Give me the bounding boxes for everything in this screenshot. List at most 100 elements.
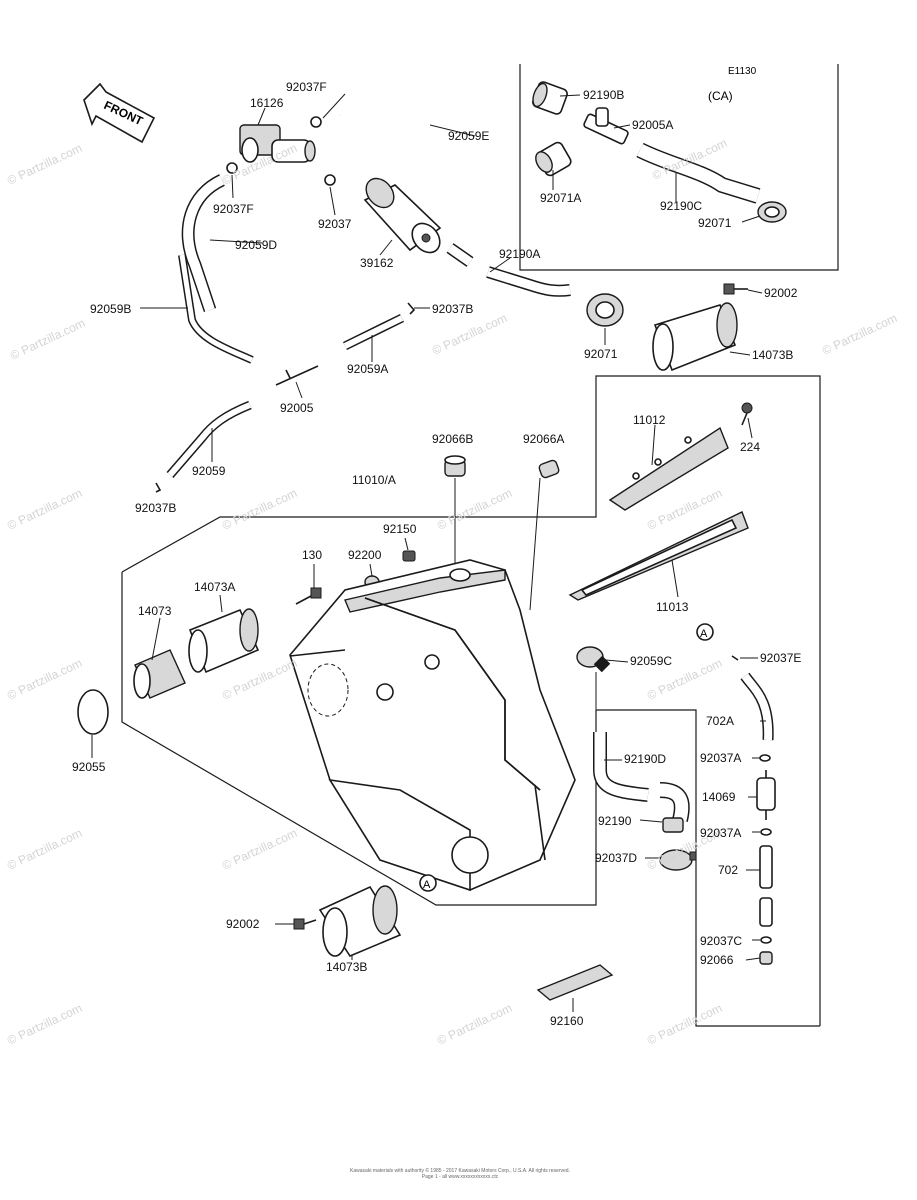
boot-14073 [133,649,186,699]
part-label[interactable]: 14073B [326,960,368,974]
part-label[interactable]: 92037E [760,651,802,665]
cap-92066a [538,459,560,479]
filter-group-box [596,709,820,1027]
part-label[interactable]: 11012 [633,413,666,427]
ca-group-box [519,64,839,271]
part-label[interactable]: 14073B [752,348,794,362]
part-label[interactable]: 92037B [135,501,177,515]
hose-92059 [166,400,252,478]
leader-lines [91,93,766,1012]
part-label[interactable]: 92037D [595,851,638,865]
part-label[interactable]: 92059 [192,464,226,478]
pipe-92059a [343,313,404,351]
hose-702 [759,845,773,927]
part-label[interactable]: 92190A [499,247,541,261]
part-label[interactable]: 92071 [584,347,618,361]
part-label[interactable]: 92037 [318,217,352,231]
bolt-130 [295,587,322,605]
part-label[interactable]: 16126 [250,96,284,110]
part-label[interactable]: 14069 [702,790,736,804]
clamp-92037d [659,849,697,871]
part-label[interactable]: 224 [740,440,761,454]
part-label[interactable]: 702A [706,714,735,728]
part-label[interactable]: 92190 [598,814,632,828]
screw-92002-top [723,283,748,295]
diagram-code: E1130 [728,66,757,77]
part-label[interactable]: 92037C [700,934,743,948]
part-label[interactable]: 92037A [700,751,742,765]
part-label[interactable]: 92190B [583,88,625,102]
part-label[interactable]: 92071A [540,191,582,205]
hose-92190c [636,142,761,204]
part-label[interactable]: 92037F [213,202,254,216]
part-label[interactable]: 92059E [448,129,490,143]
cap-92071a [535,141,572,177]
clamp-92037 [324,174,336,186]
part-label[interactable]: 92190D [624,752,667,766]
hose-702a [740,672,774,741]
part-label[interactable]: 14073 [138,604,172,618]
part-label[interactable]: 702 [718,863,739,877]
filter-14073b-top [652,302,738,372]
part-label[interactable]: 14073A [194,580,236,594]
bolt-224 [741,402,753,426]
sleeve-14073a [188,608,260,674]
marker-a-top-text: A [700,628,708,640]
marker-a-low [419,874,437,892]
front-arrow: FRONT [83,82,156,144]
part-label[interactable]: 92002 [764,286,798,300]
elbow-92190 [659,782,690,833]
part-label[interactable]: 92037B [432,302,474,316]
part-label[interactable]: 11010/A [352,473,396,487]
clamp-92037a-2 [760,828,772,836]
grommet-92071 [586,293,624,327]
part-label[interactable]: 39162 [360,256,394,270]
clamp-92037f-top [310,116,322,128]
part-label[interactable]: 130 [302,548,323,562]
hose-92059e [337,96,437,191]
clamp-92037f-side [226,162,238,174]
part-label[interactable]: 92071 [698,216,732,230]
group-label: (CA) [708,89,733,103]
grommet-92071-box [757,201,787,223]
nut-92150 [402,550,416,562]
part-label[interactable]: 92059C [630,654,673,668]
hose-92059b [178,254,254,364]
tee-92005a [583,107,629,145]
part-label[interactable]: 92059D [235,238,278,252]
part-label[interactable]: 92005A [632,118,674,132]
tank-group-box [121,572,597,906]
part-label[interactable]: 92005 [280,401,314,415]
part-label[interactable]: 92002 [226,917,260,931]
filter-39162 [363,177,442,254]
clip-92037b-top [407,302,416,315]
marker-a-low-text: A [423,879,431,891]
filter-14073b-low [318,885,402,957]
part-label[interactable]: 92160 [550,1014,584,1028]
joint-92005 [275,365,319,386]
part-label[interactable]: 92190C [660,199,703,213]
screw-92002-low [293,918,317,930]
clamp-92037a-1 [759,754,771,762]
part-label[interactable]: 92037A [700,826,742,840]
part-label[interactable]: 92150 [383,522,417,536]
filter-14069 [756,770,776,820]
part-label[interactable]: 92037F [286,80,327,94]
part-label[interactable]: 92055 [72,760,106,774]
ring-92055 [77,689,109,735]
valve-16126 [239,124,316,163]
cap-92066b [444,455,466,477]
part-label[interactable]: 11013 [656,600,689,614]
part-label[interactable]: 92200 [348,548,382,562]
hose-92190a [446,243,571,297]
part-label[interactable]: 92059A [347,362,389,376]
clip-92037e [731,655,739,661]
part-label[interactable]: 92066B [432,432,474,446]
part-label[interactable]: 92066A [523,432,565,446]
air-box-11010a [289,559,576,892]
part-label[interactable]: 92066 [700,953,734,967]
elbow-92059c [576,646,611,673]
element-11013 [568,511,749,601]
part-label[interactable]: 92059B [90,302,132,316]
